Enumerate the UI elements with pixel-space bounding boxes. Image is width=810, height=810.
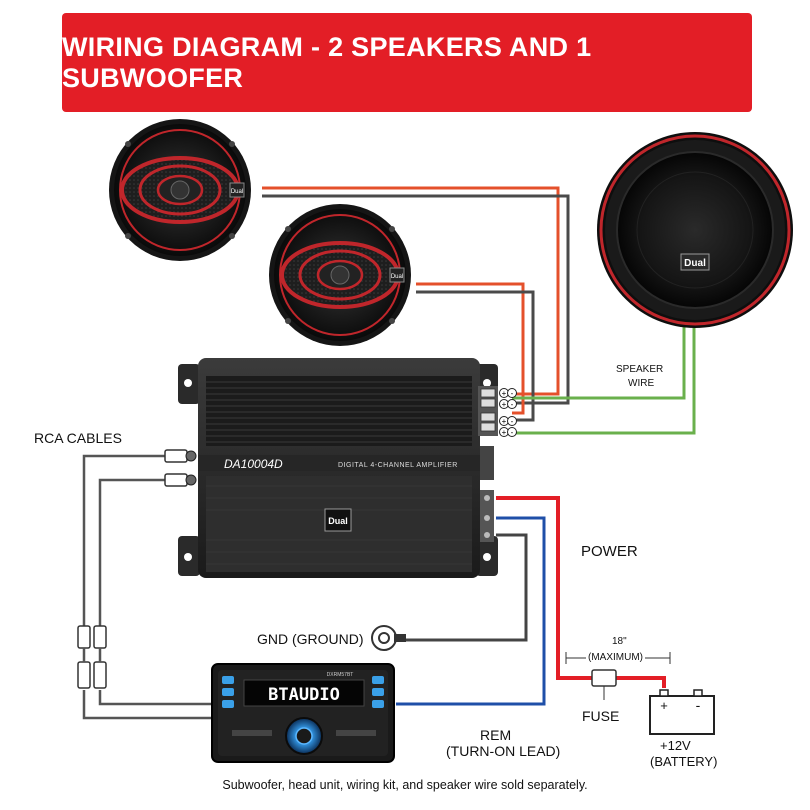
fuse-maximum-label: (MAXIMUM): [586, 652, 645, 663]
speaker-wires: [262, 186, 570, 422]
speaker2-positive-wire: [416, 282, 525, 415]
ground-wire: [404, 533, 528, 642]
fuse: [591, 669, 617, 700]
rca-plug-lower-left: [77, 661, 91, 689]
speaker-2: Dual: [269, 204, 411, 346]
amplifier: DA10004D DIGITAL 4-CHANNEL AMPLIFIER Dua…: [178, 358, 498, 578]
speaker2-negative-wire: [416, 290, 535, 422]
diagram-title: WIRING DIAGRAM - 2 SPEAKERS AND 1 SUBWOO…: [62, 31, 592, 93]
terminal-mark: +: [502, 400, 507, 409]
speaker2-logo: Dual: [391, 274, 403, 280]
subwoofer-wires: [512, 312, 696, 435]
terminal-mark: +: [502, 389, 507, 398]
battery-voltage-label: +12V: [660, 738, 691, 753]
rem-label-line1: REM: [480, 727, 512, 743]
battery: + -: [649, 689, 715, 735]
sub-wire-2: [512, 312, 696, 435]
speaker1-positive-wire: [262, 186, 560, 396]
battery-plus-mark: +: [660, 698, 668, 713]
ground-terminal: [371, 625, 406, 651]
amplifier-logo: Dual: [328, 516, 348, 526]
sub-wire-1: [512, 312, 686, 400]
speaker-wire-label-line1: SPEAKER: [616, 364, 664, 375]
fuse-label: FUSE: [582, 708, 620, 724]
power-label: POWER: [581, 543, 638, 560]
head-unit-model-badge: DXRM57BT: [327, 672, 354, 678]
amplifier-model: DA10004D: [224, 457, 283, 471]
head-unit: BTAUDIO DXRM57BT: [211, 663, 395, 763]
power-wire: [496, 496, 594, 680]
speaker-1: Dual: [109, 119, 251, 261]
battery-label: (BATTERY): [650, 754, 718, 769]
rem-label-line2: (TURN-ON LEAD): [446, 743, 561, 759]
rca-cables-label: RCA CABLES: [34, 430, 122, 446]
rca-plug-upper-left: [77, 625, 91, 649]
terminal-mark: +: [502, 428, 507, 437]
power-wire-to-battery: [614, 676, 666, 688]
terminal-mark: -: [511, 389, 514, 398]
title-banner: WIRING DIAGRAM - 2 SPEAKERS AND 1 SUBWOO…: [62, 13, 752, 112]
rca-plug-lower-right: [93, 661, 107, 689]
speaker-wire-label-line2: WIRE: [628, 378, 655, 389]
fuse-length-label: 18": [612, 636, 627, 647]
speaker1-negative-wire: [262, 194, 570, 405]
head-unit-display: BTAUDIO: [268, 685, 340, 705]
terminal-marks: + - + - + - + -: [499, 388, 517, 437]
terminal-mark: +: [502, 417, 507, 426]
rca-plug-upper-right: [93, 625, 107, 649]
subwoofer: Dual: [597, 132, 793, 328]
ground-label: GND (GROUND): [257, 631, 364, 647]
subwoofer-logo: Dual: [684, 258, 706, 269]
rem-wire: [396, 516, 546, 706]
amplifier-description: DIGITAL 4-CHANNEL AMPLIFIER: [338, 462, 458, 469]
speaker1-logo: Dual: [231, 189, 243, 195]
terminal-mark: -: [511, 428, 514, 437]
battery-minus-mark: -: [696, 697, 701, 713]
footnote: Subwoofer, head unit, wiring kit, and sp…: [222, 778, 588, 792]
terminal-mark: -: [511, 400, 514, 409]
rca-cables: [77, 449, 218, 720]
terminal-mark: -: [511, 417, 514, 426]
